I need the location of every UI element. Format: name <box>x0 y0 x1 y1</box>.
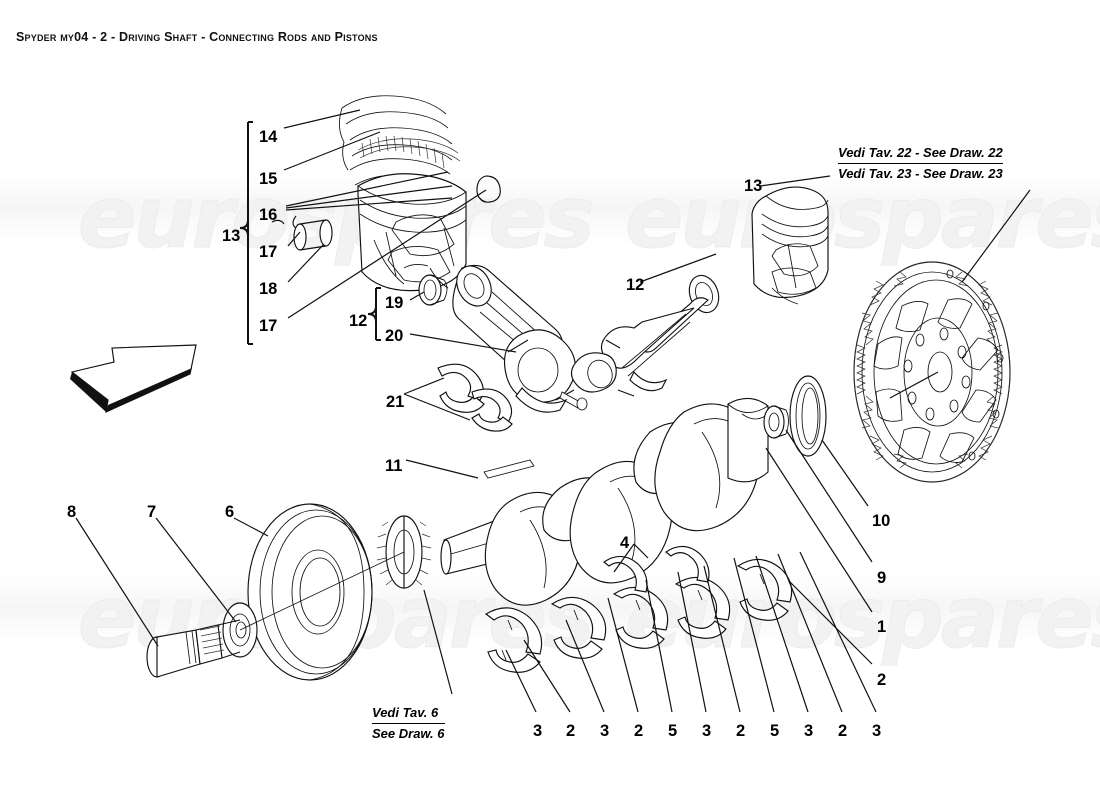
reference-note-top-right: Vedi Tav. 22 - See Draw. 22 Vedi Tav. 23… <box>838 144 1003 184</box>
callout-13: 13 <box>222 227 241 245</box>
watermark-band-top <box>0 175 1100 245</box>
callout-2: 2 <box>877 671 887 689</box>
oil-seal <box>789 375 827 457</box>
callout-21: 21 <box>386 393 405 411</box>
connecting-rod-left <box>418 264 588 413</box>
ring-gear-teeth <box>853 261 1011 483</box>
connecting-rod-right <box>570 274 720 397</box>
callout-7: 7 <box>147 503 157 521</box>
callout-6: 6 <box>225 503 235 521</box>
callout-12: 12 <box>349 312 368 330</box>
callout-8: 8 <box>67 503 77 521</box>
piston-leader-lines <box>283 109 487 319</box>
gudgeon-pin <box>292 215 333 251</box>
reference-note-line-1: Vedi Tav. 22 - See Draw. 22 <box>838 145 1003 160</box>
reference-note-bottom-line-2: See Draw. 6 <box>372 722 445 744</box>
crank-pulley-assembly <box>146 503 432 681</box>
thrust-washers <box>603 545 710 593</box>
callout-15: 15 <box>259 170 278 188</box>
damper-bolt <box>146 619 241 678</box>
bottom-callout-2: 2 <box>736 722 746 740</box>
callout-16: 16 <box>259 206 278 224</box>
reference-note-bottom-line-1: Vedi Tav. 6 <box>372 705 439 720</box>
piston-group-bracket <box>239 121 253 345</box>
bottom-callout-3: 3 <box>533 722 543 740</box>
circlip-right <box>476 175 501 203</box>
leader-lines <box>75 175 1031 713</box>
watermark-top-right: eurospares <box>625 168 1100 269</box>
conrod-bolt <box>559 391 588 411</box>
direction-arrow-icon <box>70 344 197 413</box>
bottom-callout-3: 3 <box>872 722 882 740</box>
crankshaft <box>440 397 769 606</box>
conrod-bearing-shells <box>437 363 513 432</box>
flywheel-bolt-holes <box>903 327 971 421</box>
callout-13: 13 <box>744 177 763 195</box>
small-end-bush <box>418 274 448 306</box>
reference-note-bottom: Vedi Tav. 6 See Draw. 6 <box>372 704 445 744</box>
callout-17: 17 <box>259 317 278 335</box>
bottom-callout-5: 5 <box>770 722 780 740</box>
callout-17: 17 <box>259 243 278 261</box>
bottom-callout-3: 3 <box>600 722 610 740</box>
bottom-callout-2: 2 <box>634 722 644 740</box>
main-bearing-shells <box>484 558 793 673</box>
flywheel-windows <box>873 298 999 463</box>
flywheel <box>853 261 1011 483</box>
bottom-callout-3: 3 <box>804 722 814 740</box>
callout-10: 10 <box>872 512 891 530</box>
conrod-group-bracket <box>367 287 381 341</box>
page-title: Spyder my04 - 2 - Driving Shaft - Connec… <box>16 30 378 44</box>
reference-note-line-2: Vedi Tav. 23 - See Draw. 23 <box>838 162 1003 184</box>
callout-18: 18 <box>259 280 278 298</box>
bottom-callout-2: 2 <box>566 722 576 740</box>
callout-9: 9 <box>877 569 887 587</box>
callout-19: 19 <box>385 294 404 312</box>
watermark-top-left: eurospares <box>78 168 596 269</box>
bottom-callout-2: 2 <box>838 722 848 740</box>
piston-right <box>751 186 829 305</box>
conrod-leader-lines <box>403 291 517 421</box>
callout-4: 4 <box>620 534 630 552</box>
pilot-bearing <box>763 405 789 439</box>
callout-14: 14 <box>259 128 278 146</box>
callout-1: 1 <box>877 618 887 636</box>
callout-20: 20 <box>385 327 404 345</box>
bottom-callout-5: 5 <box>668 722 678 740</box>
bottom-callout-3: 3 <box>702 722 712 740</box>
callout-11: 11 <box>385 457 403 475</box>
callout-12: 12 <box>626 276 645 294</box>
